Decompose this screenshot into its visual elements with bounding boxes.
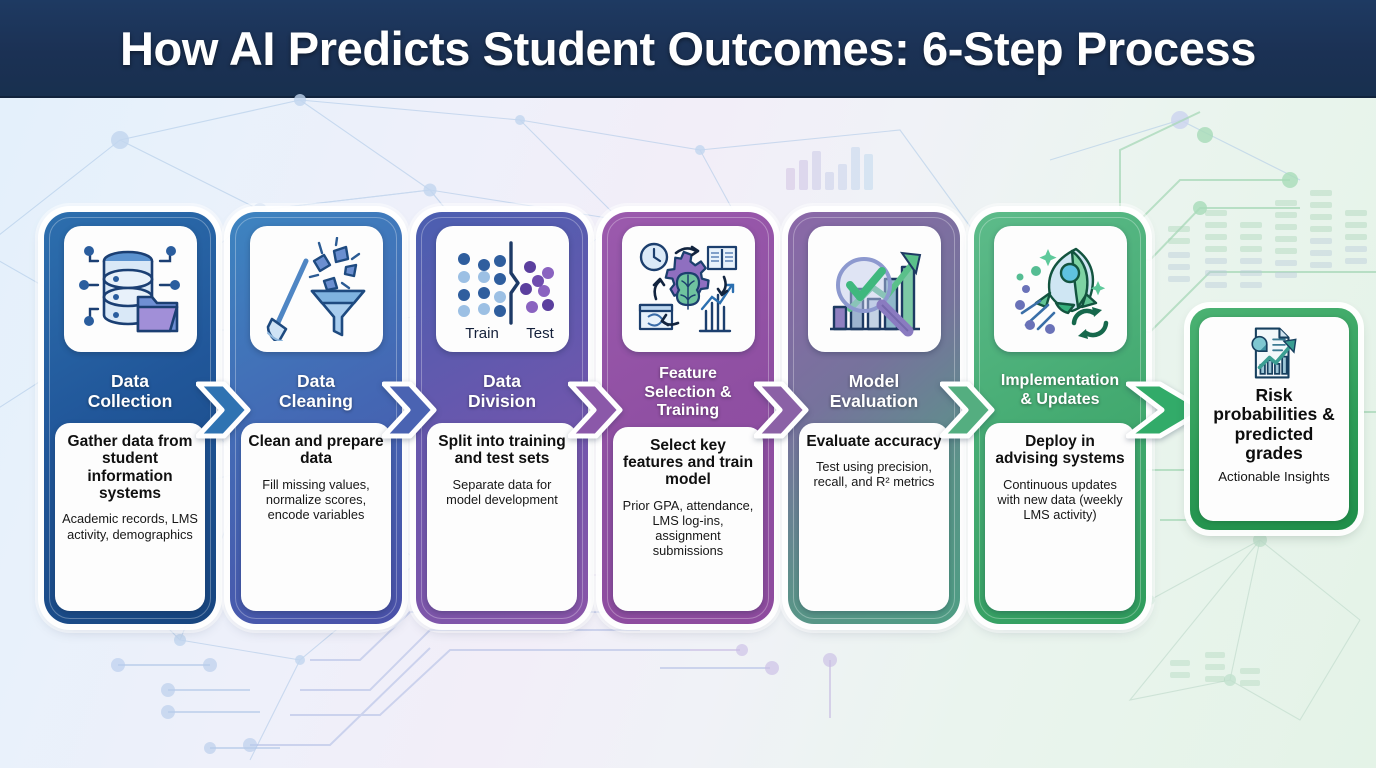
icon-magnifier-chart	[807, 226, 941, 352]
step-title: Data Collection	[87, 370, 173, 411]
desc-subtext: Fill missing values, normalize scores, e…	[262, 476, 370, 522]
desc-heading: Evaluate accuracy	[806, 433, 942, 450]
icon-brain-gear	[621, 226, 755, 352]
desc-subtext: Continuous updates with new data (weekly…	[997, 476, 1123, 522]
desc-subtext: Prior GPA, attendance, LMS log-ins, assi…	[622, 497, 754, 558]
desc-subtext: Academic records, LMS activity, demograp…	[62, 511, 198, 542]
desc-subtext: Test using precision, recall, and R² met…	[813, 459, 935, 490]
test-dots	[520, 261, 554, 313]
icon-database-folder	[63, 226, 197, 352]
icon-broom-funnel	[249, 226, 383, 352]
train-test-split-icon: Train Test	[458, 241, 555, 341]
step-description: Evaluate accuracy Test using precision, …	[799, 423, 949, 611]
step-title: Data Division	[467, 370, 537, 411]
database-folder-icon	[79, 246, 180, 333]
report-growth-icon	[1251, 327, 1297, 379]
outcome-card-risk-predictions[interactable]: Risk probabilities & predicted grades Ac…	[1190, 308, 1358, 530]
flow-arrow-5	[940, 366, 1000, 454]
desc-heading: Gather data from student information sys…	[67, 433, 193, 503]
brain-gear-icon	[638, 242, 738, 333]
svg-text:Test: Test	[526, 325, 554, 341]
step-description: Clean and prepare data Fill missing valu…	[241, 423, 391, 611]
svg-text:Train: Train	[465, 325, 499, 341]
desc-heading: Deploy in advising systems	[995, 433, 1125, 468]
flow-arrow-3	[568, 366, 628, 454]
step-description: Select key features and train model Prio…	[613, 426, 763, 611]
outcome-inner-panel: Risk probabilities & predicted grades Ac…	[1199, 317, 1349, 521]
outcome-heading: Risk probabilities & predicted grades	[1213, 385, 1335, 463]
desc-subtext: Separate data for model development	[446, 476, 558, 507]
step-card-feature-selection-training[interactable]: Feature Selection & Training Select key …	[602, 212, 774, 624]
step-card-data-collection[interactable]: Data Collection Gather data from student…	[44, 212, 216, 624]
outcome-subtext: Actionable Insights	[1218, 469, 1330, 484]
rocket-refresh-icon	[1015, 247, 1109, 339]
magnifier-chart-icon	[830, 251, 922, 337]
header-bar: How AI Predicts Student Outcomes: 6-Step…	[0, 0, 1376, 98]
step-title: Data Cleaning	[279, 370, 353, 411]
step-description: Split into training and test sets Separa…	[427, 423, 577, 611]
step-title: Model Evaluation	[829, 370, 919, 411]
step-card-model-evaluation[interactable]: Model Evaluation Evaluate accuracy Test …	[788, 212, 960, 624]
flow-arrow-1	[196, 366, 256, 454]
step-description: Deploy in advising systems Continuous up…	[985, 423, 1135, 611]
icon-rocket-refresh	[993, 226, 1127, 352]
desc-heading: Select key features and train model	[622, 436, 754, 489]
faint-bar-chart-icon	[786, 147, 873, 190]
process-flow: Data Collection Gather data from student…	[44, 212, 1334, 632]
flow-arrow-2	[382, 366, 442, 454]
step-description: Gather data from student information sys…	[55, 423, 205, 611]
page-title: How AI Predicts Student Outcomes: 6-Step…	[119, 21, 1257, 75]
step-title: Feature Selection & Training	[644, 365, 732, 420]
broom-funnel-icon	[266, 237, 366, 341]
flow-arrow-4	[754, 366, 814, 454]
step-title: Implementation & Updates	[1000, 372, 1120, 408]
desc-heading: Clean and prepare data	[248, 433, 384, 468]
icon-train-test-split: Train Test	[435, 226, 569, 352]
desc-heading: Split into training and test sets	[438, 433, 566, 468]
train-dots	[458, 253, 506, 317]
